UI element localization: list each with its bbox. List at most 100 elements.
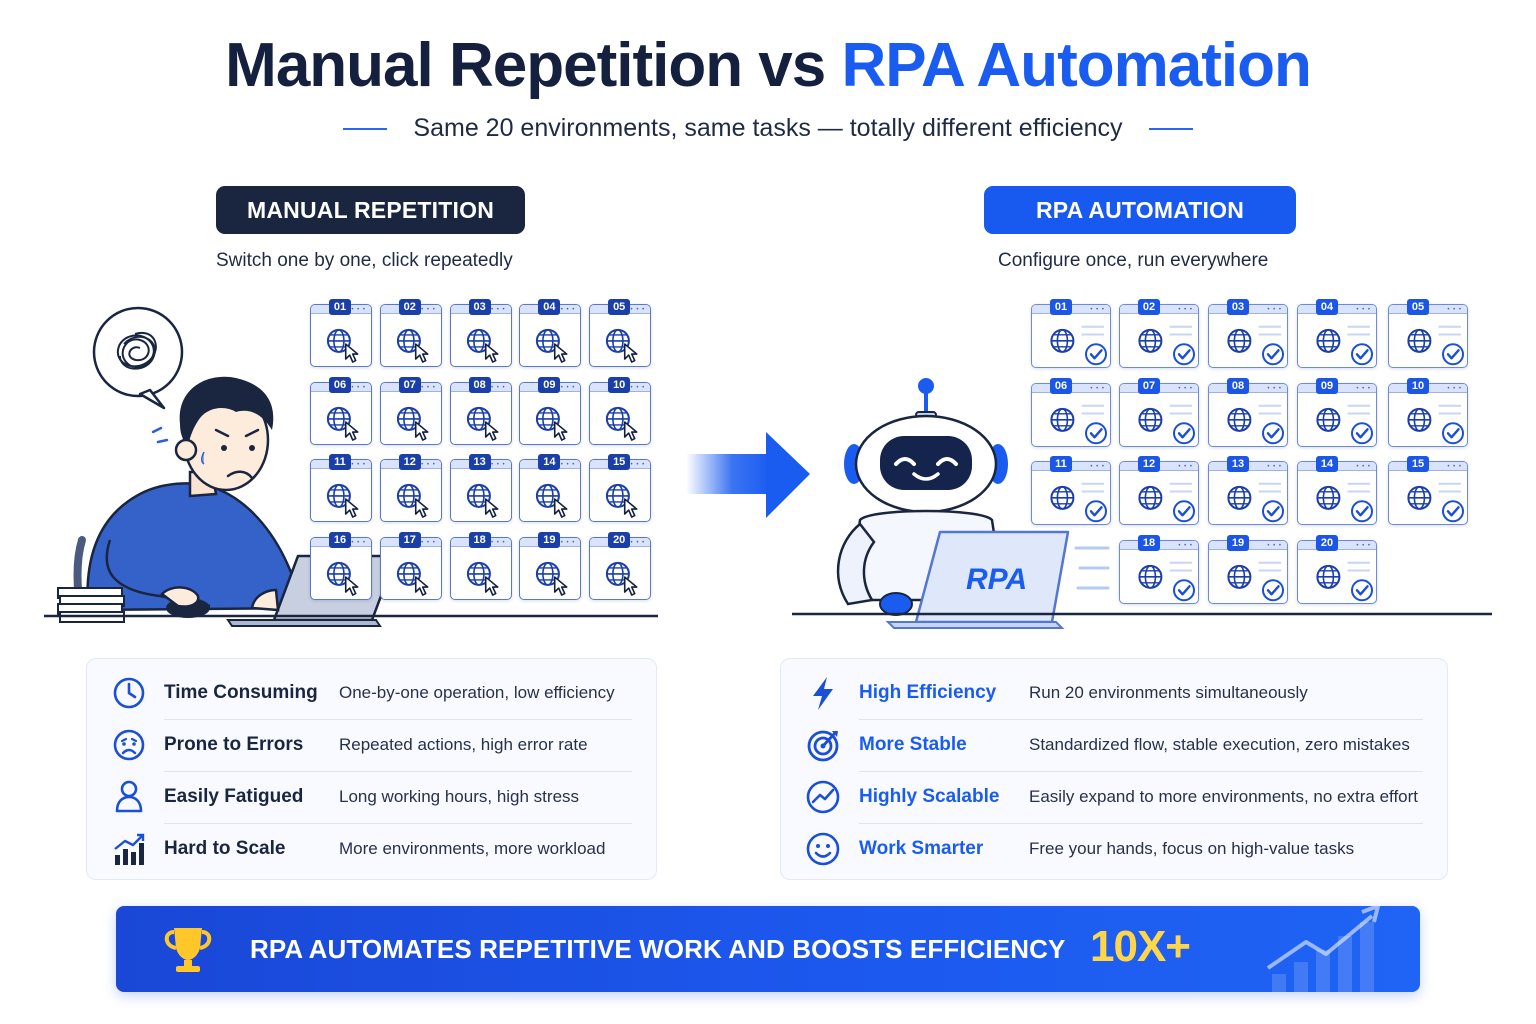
environment-number: 19 bbox=[1227, 534, 1249, 551]
environment-tile: • • • 02 bbox=[1119, 299, 1199, 368]
environment-number: 04 bbox=[1316, 299, 1338, 315]
window-dots-icon: • • • bbox=[1447, 307, 1462, 313]
environment-tile: • • •04 bbox=[519, 299, 582, 367]
environment-number: 09 bbox=[1316, 377, 1338, 394]
globe-cursor-icon bbox=[466, 561, 499, 596]
window-dots-icon: • • • bbox=[351, 307, 366, 313]
window-dots-icon: • • • bbox=[351, 539, 366, 546]
robot-illustration: RPA bbox=[792, 378, 1492, 629]
environment-tile: • • •14 bbox=[1297, 456, 1377, 525]
environment-number: 02 bbox=[398, 299, 421, 315]
window-dots-icon: • • • bbox=[630, 462, 646, 468]
environment-tile: • • •12 bbox=[1119, 456, 1199, 525]
window-dots-icon: • • • bbox=[560, 462, 576, 468]
environment-tile: • • •08 bbox=[1208, 377, 1288, 447]
item-description: Standardized flow, stable execution, zer… bbox=[1029, 735, 1410, 754]
environment-number: 10 bbox=[608, 376, 631, 393]
row-divider bbox=[859, 719, 1423, 720]
environment-tile: • • •14 bbox=[519, 454, 582, 522]
environment-tile: • • •11 bbox=[1031, 456, 1111, 525]
window-dots-icon: • • • bbox=[1356, 464, 1371, 470]
item-name: Prone to Errors bbox=[164, 734, 304, 755]
environment-number: 07 bbox=[1138, 377, 1160, 394]
environment-number: 03 bbox=[1227, 299, 1249, 315]
environment-tile: • • •18 bbox=[1119, 534, 1199, 604]
globe-cursor-icon bbox=[466, 406, 499, 441]
environment-number: 13 bbox=[1227, 456, 1249, 472]
rpa-section-pill: RPA AUTOMATION bbox=[984, 186, 1296, 234]
environment-number: 02 bbox=[1138, 299, 1160, 315]
growth-chart-icon bbox=[1266, 906, 1380, 992]
row-divider bbox=[164, 771, 632, 772]
environment-number: 12 bbox=[398, 454, 421, 470]
window-dots-icon: • • • bbox=[1356, 385, 1371, 392]
environment-number: 16 bbox=[329, 531, 351, 548]
globe-check-icon bbox=[1407, 325, 1464, 366]
environment-number: 11 bbox=[329, 454, 351, 470]
globe-check-icon bbox=[1316, 561, 1373, 601]
globe-cursor-icon bbox=[606, 328, 638, 363]
environment-number: 07 bbox=[398, 376, 421, 393]
item-name: More Stable bbox=[859, 734, 967, 755]
globe-cursor-icon bbox=[536, 328, 568, 363]
window-dots-icon: • • • bbox=[630, 307, 646, 313]
globe-check-icon bbox=[1316, 404, 1373, 444]
window-dots-icon: • • • bbox=[1447, 464, 1462, 470]
environment-number: 15 bbox=[1407, 456, 1429, 472]
environment-number: 11 bbox=[1050, 456, 1072, 472]
environment-tile: • • •01 bbox=[1031, 299, 1111, 368]
globe-check-icon bbox=[1138, 482, 1195, 523]
environment-number: 13 bbox=[468, 454, 491, 470]
environment-number: 19 bbox=[538, 531, 561, 548]
environment-number: 06 bbox=[1050, 377, 1072, 394]
environment-tile: • • •13 bbox=[1208, 456, 1288, 525]
manual-caption: Switch one by one, click repeatedly bbox=[216, 250, 513, 271]
environment-number: 17 bbox=[398, 531, 421, 548]
window-dots-icon: • • • bbox=[560, 307, 576, 313]
environment-tile: • • •01 bbox=[310, 299, 372, 367]
environment-tile: • • •17 bbox=[379, 531, 442, 600]
page-title: Manual Repetition vs RPA Automation bbox=[0, 30, 1536, 101]
rpa-item-more-stable: More Stable Standardized flow, stable exe… bbox=[781, 719, 1447, 771]
globe-cursor-icon bbox=[466, 483, 499, 518]
item-description: Long working hours, high stress bbox=[339, 787, 580, 806]
window-dots-icon: • • • bbox=[351, 384, 366, 391]
window-dots-icon: • • • bbox=[1356, 307, 1371, 313]
environment-tile: • • •11 bbox=[310, 454, 372, 522]
trend-icon bbox=[806, 780, 840, 814]
globe-check-icon bbox=[1227, 561, 1284, 601]
item-description: Free your hands, focus on high-value tas… bbox=[1029, 839, 1355, 858]
thought-bubble-icon bbox=[92, 306, 184, 410]
environment-tile: • • • 04 bbox=[1297, 299, 1377, 368]
globe-cursor-icon bbox=[326, 406, 359, 441]
globe-check-icon bbox=[1407, 404, 1464, 444]
environment-tile: • • •05 bbox=[589, 299, 652, 367]
environment-tile: • • •09 bbox=[519, 376, 582, 445]
environment-number: 09 bbox=[538, 376, 561, 393]
row-divider bbox=[164, 719, 632, 720]
sad-face-icon bbox=[113, 729, 145, 761]
row-divider bbox=[859, 823, 1423, 824]
globe-cursor-icon bbox=[396, 561, 429, 596]
item-name: Time Consuming bbox=[164, 682, 318, 703]
title-manual: Manual Repetition vs bbox=[225, 31, 842, 100]
environment-number: 01 bbox=[329, 299, 351, 315]
environment-tile: • • •03 bbox=[449, 299, 512, 367]
window-dots-icon: • • • bbox=[490, 307, 506, 313]
window-dots-icon: • • • bbox=[490, 539, 506, 546]
clock-icon bbox=[113, 677, 145, 709]
environment-number: 08 bbox=[468, 376, 491, 393]
environment-number: 15 bbox=[608, 454, 631, 470]
globe-cursor-icon bbox=[606, 561, 638, 596]
environment-tile: • • •07 bbox=[379, 376, 442, 445]
globe-check-icon bbox=[1227, 325, 1284, 366]
environment-tile: • • •03 bbox=[1208, 299, 1288, 368]
globe-cursor-icon bbox=[606, 483, 638, 518]
window-dots-icon: • • • bbox=[421, 462, 436, 468]
smile-icon bbox=[806, 832, 840, 866]
window-dots-icon: • • • bbox=[1178, 307, 1193, 313]
window-dots-icon: • • • bbox=[630, 539, 646, 546]
